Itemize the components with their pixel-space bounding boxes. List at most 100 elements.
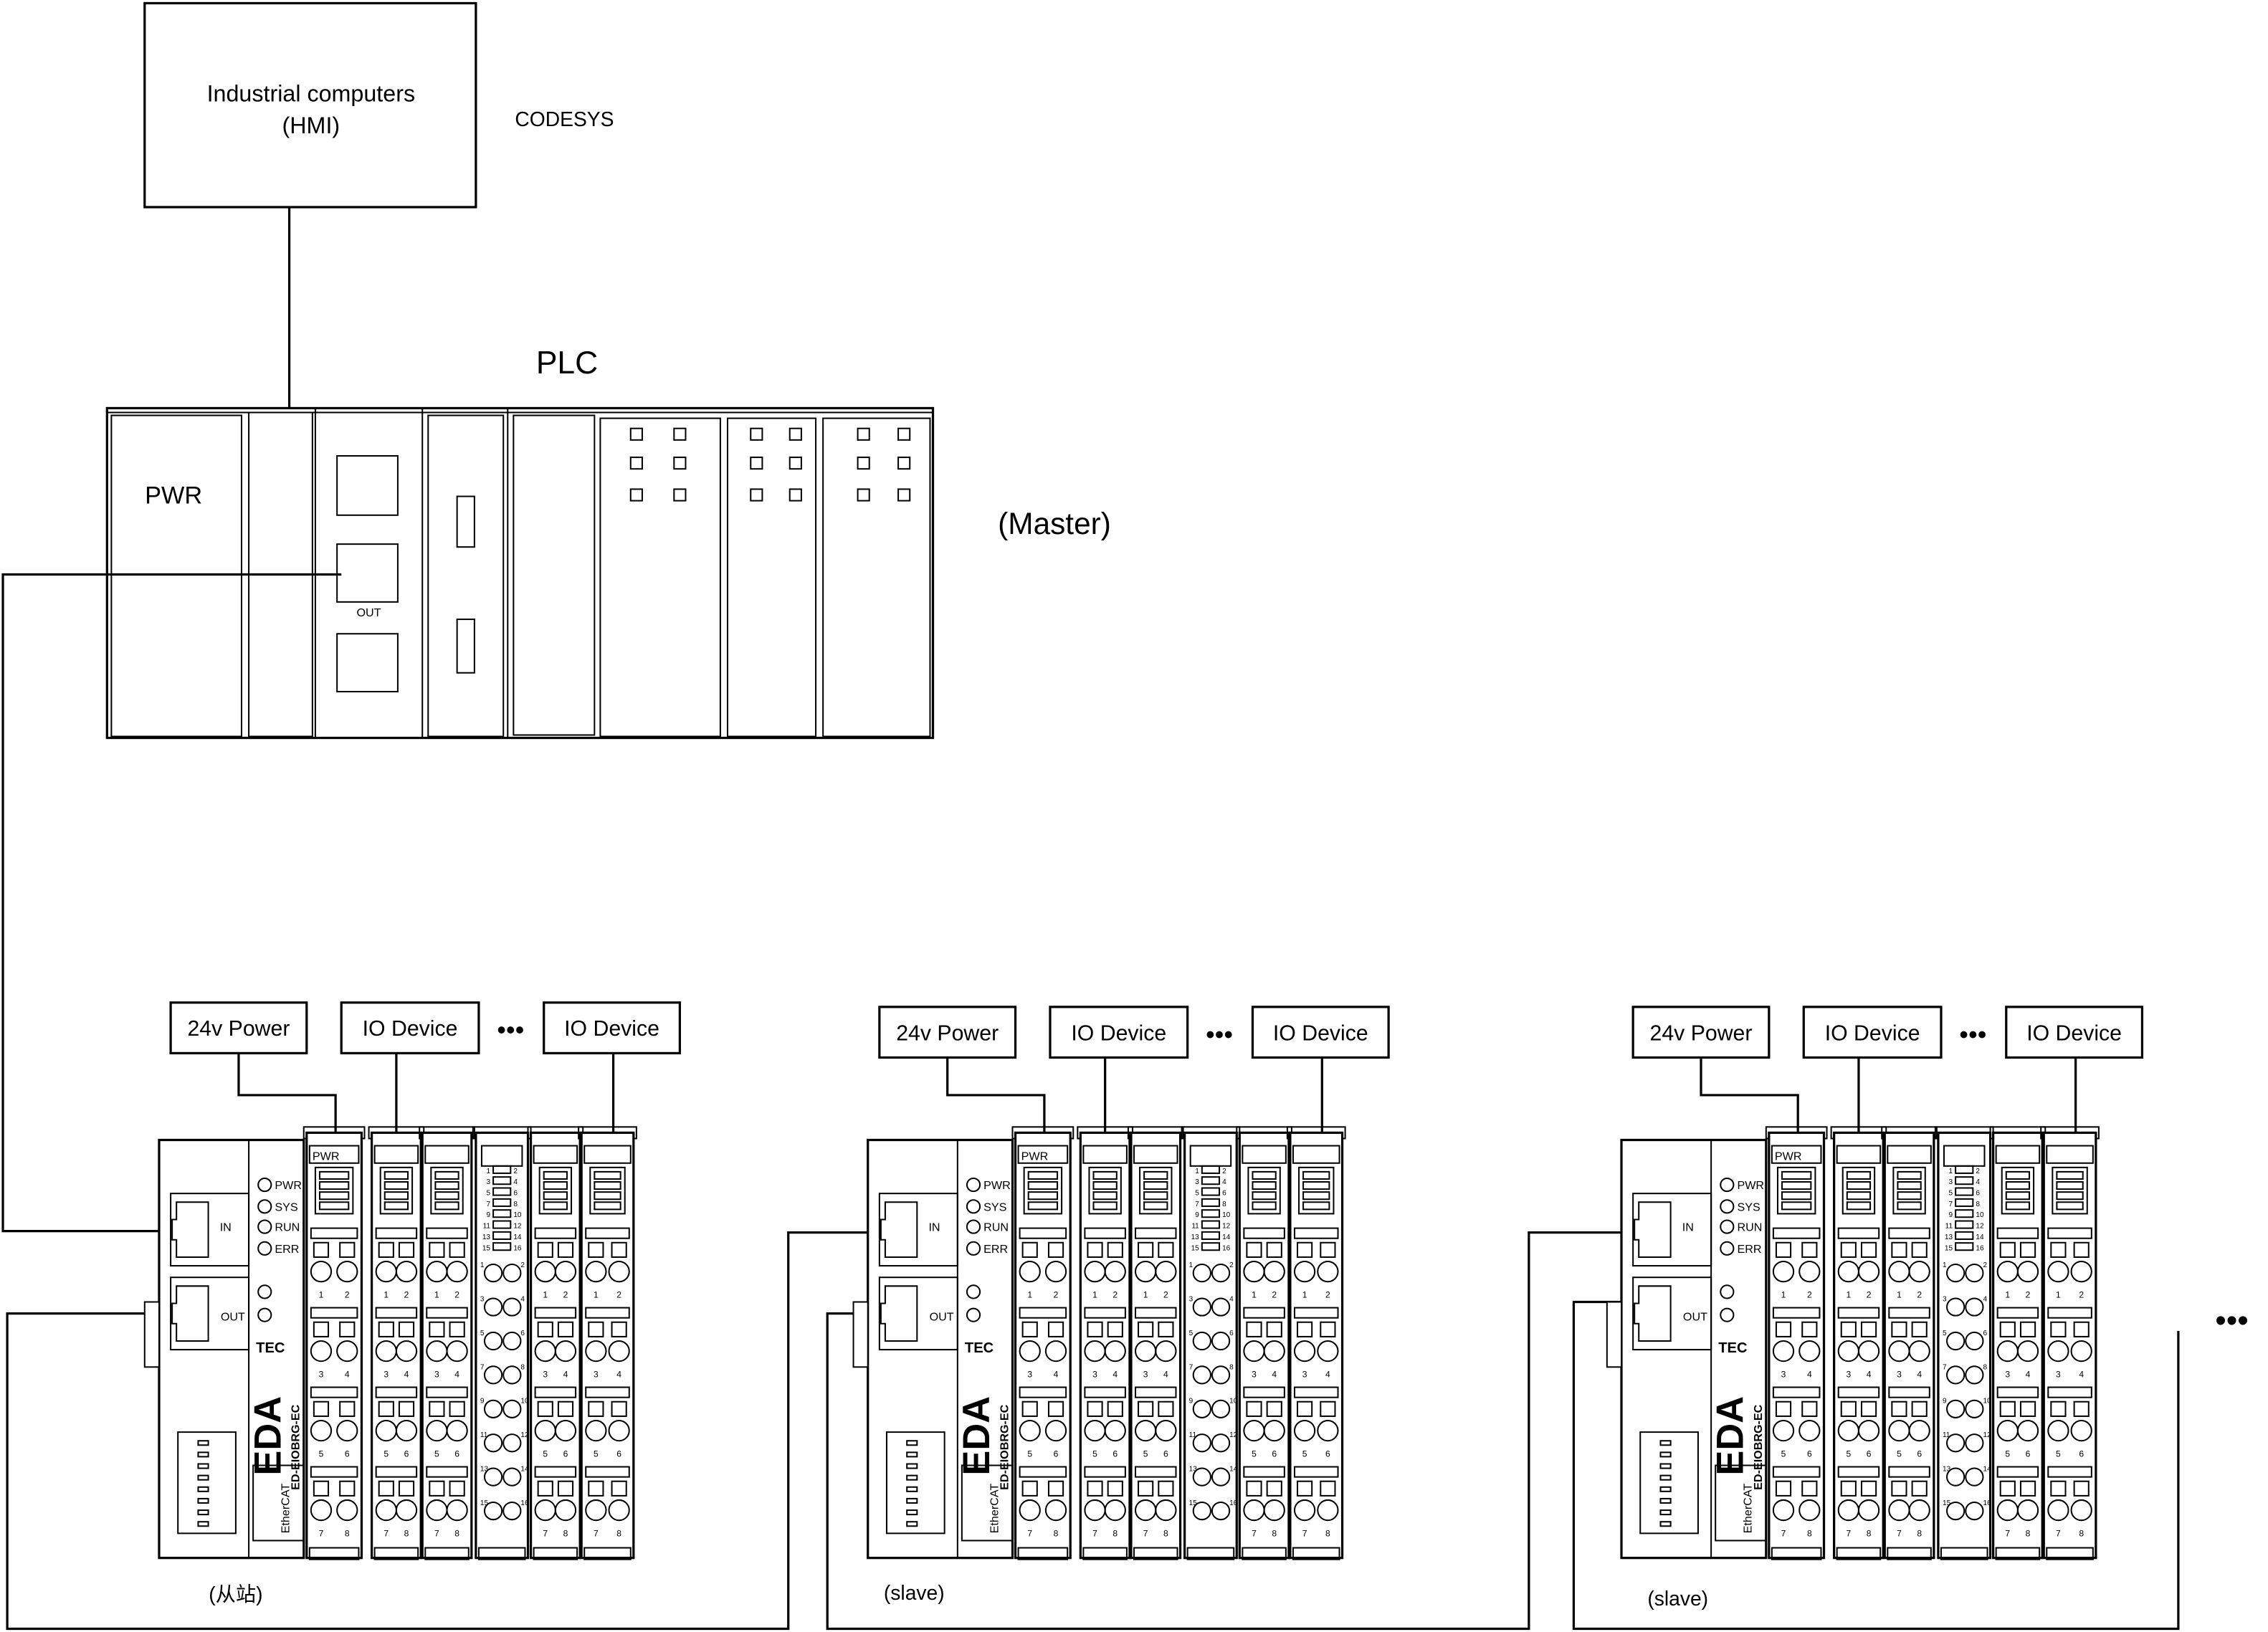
terminal-number: 14 xyxy=(1976,1233,1984,1241)
terminal-clamp xyxy=(502,1365,522,1385)
terminal-number: 8 xyxy=(1976,1201,1980,1208)
plc-title: PLC xyxy=(536,345,598,381)
terminal-number: 3 xyxy=(1781,1369,1786,1379)
io-device-last-label: IO Device xyxy=(2026,1021,2122,1045)
terminal-push-button xyxy=(449,1400,465,1417)
plc-port xyxy=(336,455,399,516)
plc-io-indicator xyxy=(857,457,870,470)
dip-switch xyxy=(1659,1486,1672,1492)
terminal-push-button xyxy=(1246,1480,1262,1497)
terminal-number: 2 xyxy=(1976,1168,1980,1175)
terminal-number: 15 xyxy=(482,1244,491,1252)
terminal-clamp xyxy=(1965,1501,1984,1521)
terminal-number: 5 xyxy=(1846,1449,1851,1459)
software-label: CODESYS xyxy=(515,108,614,130)
terminal-clamp xyxy=(554,1260,577,1283)
model-label: ED-EIOBRG-EC xyxy=(290,1404,302,1490)
terminal-number: 14 xyxy=(1983,1466,1991,1474)
led-label: PWR xyxy=(983,1179,1011,1192)
terminal-number: 6 xyxy=(404,1449,409,1459)
terminal-clamp xyxy=(608,1340,630,1363)
io-device-first-box xyxy=(1802,1006,1943,1059)
terminal-clamp xyxy=(336,1260,358,1283)
terminal-clamp xyxy=(1104,1419,1126,1442)
slice-bottom-clip xyxy=(1017,1547,1069,1560)
terminal-push-button xyxy=(537,1480,553,1497)
dip-switch xyxy=(1781,1191,1812,1201)
slice-header xyxy=(1771,1145,1822,1164)
release-slot xyxy=(1888,1466,1930,1478)
terminal-clamp xyxy=(1798,1419,1821,1442)
release-slot xyxy=(1243,1307,1285,1319)
terminal-number: 7 xyxy=(1189,1363,1193,1371)
release-slot xyxy=(310,1307,358,1319)
release-slot xyxy=(1019,1307,1067,1319)
ellipsis-dots: ••• xyxy=(497,1015,524,1044)
release-slot xyxy=(1135,1307,1177,1319)
dip-switch xyxy=(2005,1181,2031,1190)
terminal-number: 2 xyxy=(1229,1261,1234,1269)
dip-switch xyxy=(318,1191,350,1201)
terminal-clamp xyxy=(1946,1297,1966,1317)
terminal-clamp xyxy=(1155,1260,1177,1283)
dip-switch xyxy=(197,1486,209,1492)
terminal-number: 8 xyxy=(1163,1528,1168,1538)
release-slot xyxy=(1135,1386,1177,1398)
terminal-number: 16 xyxy=(1983,1499,1991,1507)
release-slot xyxy=(1888,1307,1930,1319)
terminal-clamp xyxy=(1857,1419,1880,1442)
terminal-number: 5 xyxy=(486,1190,490,1198)
pwr-tag-label: PWR xyxy=(1021,1150,1049,1163)
terminal-number: 5 xyxy=(1252,1449,1257,1459)
terminal-push-button xyxy=(1087,1480,1103,1497)
plc-io-module xyxy=(822,417,931,738)
terminal-number: 7 xyxy=(1027,1528,1032,1538)
dip-switch xyxy=(1781,1181,1812,1190)
din-clip xyxy=(852,1301,869,1368)
dip-switch xyxy=(1897,1201,1922,1211)
dip-switch xyxy=(1955,1176,1974,1185)
release-slot xyxy=(1293,1466,1339,1478)
terminal-clamp xyxy=(585,1499,607,1522)
terminal-number: 1 xyxy=(383,1289,389,1299)
rj45-out-icon xyxy=(1634,1285,1672,1342)
terminal-number: 9 xyxy=(486,1211,490,1219)
terminal-clamp xyxy=(395,1419,418,1442)
in-port-frame xyxy=(170,1193,250,1267)
ethercat-logo: EtherCAT xyxy=(988,1484,1001,1534)
terminal-push-button xyxy=(1266,1321,1282,1337)
dip-switch xyxy=(906,1474,918,1481)
dip-switch xyxy=(492,1209,512,1218)
terminal-clamp xyxy=(502,1501,522,1521)
terminal-push-button xyxy=(1158,1241,1174,1258)
dip-switch xyxy=(383,1201,409,1211)
io-device-first-label: IO Device xyxy=(1071,1021,1166,1045)
dip-switch xyxy=(2056,1170,2084,1180)
release-slot xyxy=(375,1466,418,1478)
dip-switch xyxy=(1781,1170,1812,1180)
release-slot xyxy=(1019,1227,1067,1239)
terminal-clamp xyxy=(1263,1419,1285,1442)
terminal-push-button xyxy=(1138,1480,1154,1497)
terminal-clamp xyxy=(1211,1501,1231,1521)
terminal-number: 4 xyxy=(1054,1369,1059,1379)
rj45-out-icon xyxy=(171,1285,209,1342)
terminal-clamp xyxy=(336,1419,358,1442)
terminal-push-button xyxy=(339,1480,356,1497)
release-slot xyxy=(1837,1466,1880,1478)
dip-switch xyxy=(906,1451,918,1458)
terminal-clamp xyxy=(2047,1340,2069,1363)
plc-io-indicator xyxy=(750,488,763,502)
plc-io-module xyxy=(599,417,721,738)
terminal-number: 1 xyxy=(1252,1289,1257,1299)
led-indicator-icon xyxy=(257,1284,272,1299)
dip-switch xyxy=(2005,1201,2031,1211)
terminal-number: 6 xyxy=(2026,1449,2031,1459)
terminal-number: 8 xyxy=(2026,1528,2031,1538)
terminal-push-button xyxy=(1840,1241,1857,1258)
terminal-number: 8 xyxy=(1229,1363,1234,1371)
